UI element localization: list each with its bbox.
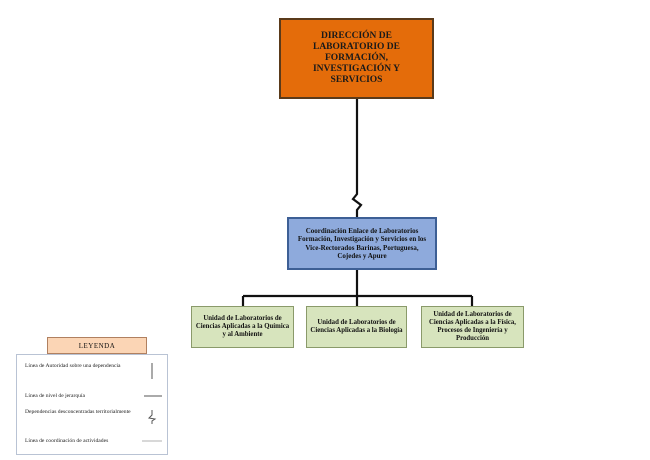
legend-title: LEYENDA [47,337,147,354]
thin-horizontal-line-icon [142,440,162,442]
coordination-box-label: Coordinación Enlace de Laboratorios Form… [297,227,427,260]
direction-box: DIRECCIÓN DE LABORATORIO DE FORMACIÓN, I… [279,18,434,99]
legend-item-label: Línea de Autoridad sobre una dependencia [25,363,121,369]
legend-item-authority: Línea de Autoridad sobre una dependencia [25,363,135,370]
zigzag-line-icon [147,410,157,424]
direction-box-label: DIRECCIÓN DE LABORATORIO DE FORMACIÓN, I… [312,31,400,85]
horizontal-line-icon [144,395,162,397]
unit-box-quimica: Unidad de Laboratorios de Ciencias Aplic… [191,306,294,348]
legend-item-label: Dependencias desconcentradas territorial… [25,409,131,415]
legend-item-hierarchy: Línea de nivel de jerarquía [25,393,135,400]
unit-box-label: Unidad de Laboratorios de Ciencias Aplic… [310,318,403,334]
legend-box: Línea de Autoridad sobre una dependencia… [16,354,168,455]
authority-line-top [351,99,363,217]
coordination-box: Coordinación Enlace de Laboratorios Form… [287,217,437,270]
unit-box-label: Unidad de Laboratorios de Ciencias Aplic… [195,314,290,339]
legend-item-decentralized: Dependencias desconcentradas territorial… [25,409,135,416]
unit-box-biologia: Unidad de Laboratorios de Ciencias Aplic… [306,306,407,348]
unit-box-label: Unidad de Laboratorios de Ciencias Aplic… [428,310,517,343]
legend-item-label: Línea de coordinación de actividades [25,438,109,444]
vertical-line-icon [151,363,153,379]
legend-item-coordination: Línea de coordinación de actividades [25,438,135,445]
legend-item-label: Línea de nivel de jerarquía [25,393,85,399]
unit-box-fisica: Unidad de Laboratorios de Ciencias Aplic… [421,306,524,348]
